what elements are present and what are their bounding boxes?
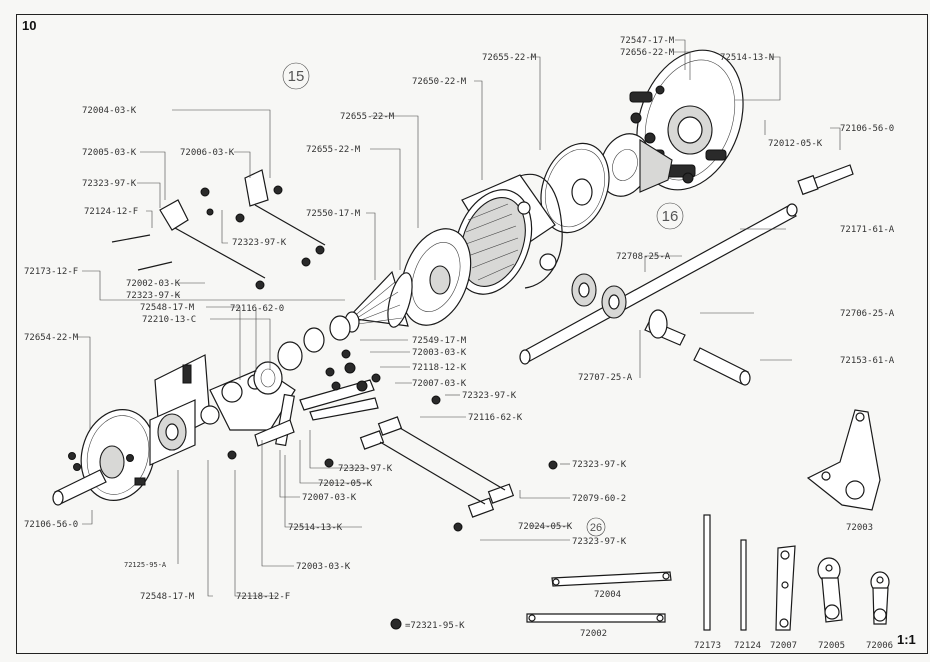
- label-72003-a: 72003-03-K: [412, 348, 467, 358]
- nut-icon: [390, 618, 402, 630]
- long-shaft-part-72171: [519, 203, 798, 365]
- caption-72003: 72003: [846, 523, 873, 533]
- label-72323-f: 72323-97-K: [572, 460, 627, 470]
- cylinder-part-72650: [453, 173, 563, 295]
- label-72003-b: 72003-03-K: [296, 562, 351, 572]
- label-72323-g: 72323-97-K: [572, 537, 627, 547]
- label-72012-a: 72012-05-K: [768, 139, 823, 149]
- label-72079: 72079-60-2: [572, 494, 626, 504]
- label-72650: 72650-22-M: [412, 77, 467, 87]
- label-72550: 72550-17-M: [306, 209, 361, 219]
- label-72655-b: 72655-22-M: [306, 145, 361, 155]
- label-72118-a: 72118-12-K: [412, 363, 467, 373]
- label-72004: 72004-03-K: [82, 106, 137, 116]
- label-72547: 72547-17-M: [620, 36, 675, 46]
- caption-72004: 72004: [594, 590, 621, 600]
- axle-part-72106-left: [52, 469, 107, 506]
- leader-lines: [76, 39, 841, 597]
- caption-72005: 72005: [818, 641, 845, 651]
- link-bar-72002: [526, 613, 666, 623]
- upper-linkage-parts: [111, 169, 326, 290]
- label-72116: 72116-62-0: [230, 304, 284, 314]
- label-72116-b: 72116-62-K: [468, 413, 523, 423]
- rod-72124: [740, 539, 747, 631]
- label-72006: 72006-03-K: [180, 148, 235, 158]
- label-72654: 72654-22-M: [24, 333, 79, 343]
- label-72210: 72210-13-C: [142, 315, 196, 325]
- label-72012-b: 72012-05-K: [318, 479, 373, 489]
- label-72005: 72005-03-K: [82, 148, 137, 158]
- svg-text:16: 16: [662, 208, 679, 225]
- group-number-16: 16: [656, 202, 684, 230]
- plate-72006: [870, 571, 890, 625]
- page-frame: [16, 14, 928, 654]
- label-72655-c: 72655-22-M: [482, 53, 537, 63]
- group-number-15: 15: [282, 62, 310, 90]
- link-bar-72004: [551, 571, 672, 587]
- label-72707: 72707-25-A: [578, 373, 633, 383]
- label-72323-b: 72323-97-K: [232, 238, 287, 248]
- rod-72173: [703, 514, 711, 631]
- middle-linkage-parts: [254, 362, 381, 447]
- bearing-part-72708: [571, 273, 597, 307]
- cone-part-72550: [344, 270, 413, 333]
- label-72153: 72153-61-A: [840, 356, 895, 366]
- tube-part-72153: [693, 347, 751, 386]
- axle-part-72106-right: [797, 164, 854, 196]
- label-72171: 72171-61-A: [840, 225, 895, 235]
- label-72024: 72024-05-K: [518, 522, 573, 532]
- cone-part-72656: [599, 133, 673, 197]
- caption-72006: 72006: [866, 641, 893, 651]
- label-72655-a: 72655-22-M: [340, 112, 395, 122]
- label-72706: 72706-25-A: [840, 309, 895, 319]
- label-72549: 72549-17-M: [412, 336, 467, 346]
- svg-text:15: 15: [288, 68, 305, 85]
- plate-72007: [775, 545, 796, 631]
- label-72124: 72124-12-F: [84, 207, 138, 217]
- flange-part-72655: [400, 228, 472, 326]
- label-72173: 72173-12-F: [24, 267, 78, 277]
- page-number: 10: [22, 18, 36, 33]
- clamp-block-parts: [227, 395, 558, 532]
- label-72106-b: 72106-56-0: [24, 520, 78, 530]
- label-72514-a: 72514-13-N: [720, 53, 774, 63]
- nuts-scatter: [68, 349, 351, 471]
- caption-72124: 72124: [734, 641, 761, 651]
- label-72106-a: 72106-56-0: [840, 124, 894, 134]
- label-72007-a: 72007-03-K: [412, 379, 467, 389]
- legend-text: =72321-95-K: [405, 621, 465, 631]
- label-72002: 72002-03-K: [126, 279, 181, 289]
- label-72118-b: 72118-12-F: [236, 592, 290, 602]
- label-72548-b: 72548-17-M: [140, 592, 195, 602]
- hub-part-72706: [644, 309, 686, 346]
- label-72514-b: 72514-13-K: [288, 523, 343, 533]
- label-72548: 72548-17-M: [140, 303, 195, 313]
- group-number-26: 26: [586, 517, 606, 537]
- part-captions: 72003 72004 72002 72173 72124 72007 7200…: [580, 523, 893, 651]
- bearing-part-72707: [601, 285, 627, 319]
- part-number-labels: 72004-03-K 72005-03-K 72006-03-K 72323-9…: [24, 36, 895, 602]
- plate-72005: [817, 557, 843, 623]
- label-72323-d: 72323-97-K: [462, 391, 517, 401]
- label-72323-a: 72323-97-K: [82, 179, 137, 189]
- label-72007-b: 72007-03-K: [302, 493, 357, 503]
- caption-72002: 72002: [580, 629, 607, 639]
- label-72323-e: 72323-97-K: [338, 464, 393, 474]
- legend: =72321-95-K: [390, 618, 465, 631]
- label-72708: 72708-25-A: [616, 252, 671, 262]
- caption-72173: 72173: [694, 641, 721, 651]
- scale-label: 1:1: [897, 632, 916, 647]
- bushing-parts: [253, 315, 351, 395]
- label-72323-c: 72323-97-K: [126, 291, 181, 301]
- label-72125: 72125-95-A: [124, 561, 167, 569]
- bracket-housing-part: [149, 354, 211, 466]
- svg-text:26: 26: [590, 522, 602, 534]
- label-72656: 72656-22-M: [620, 48, 675, 58]
- caption-72007: 72007: [770, 641, 797, 651]
- lever-72003: [806, 409, 881, 511]
